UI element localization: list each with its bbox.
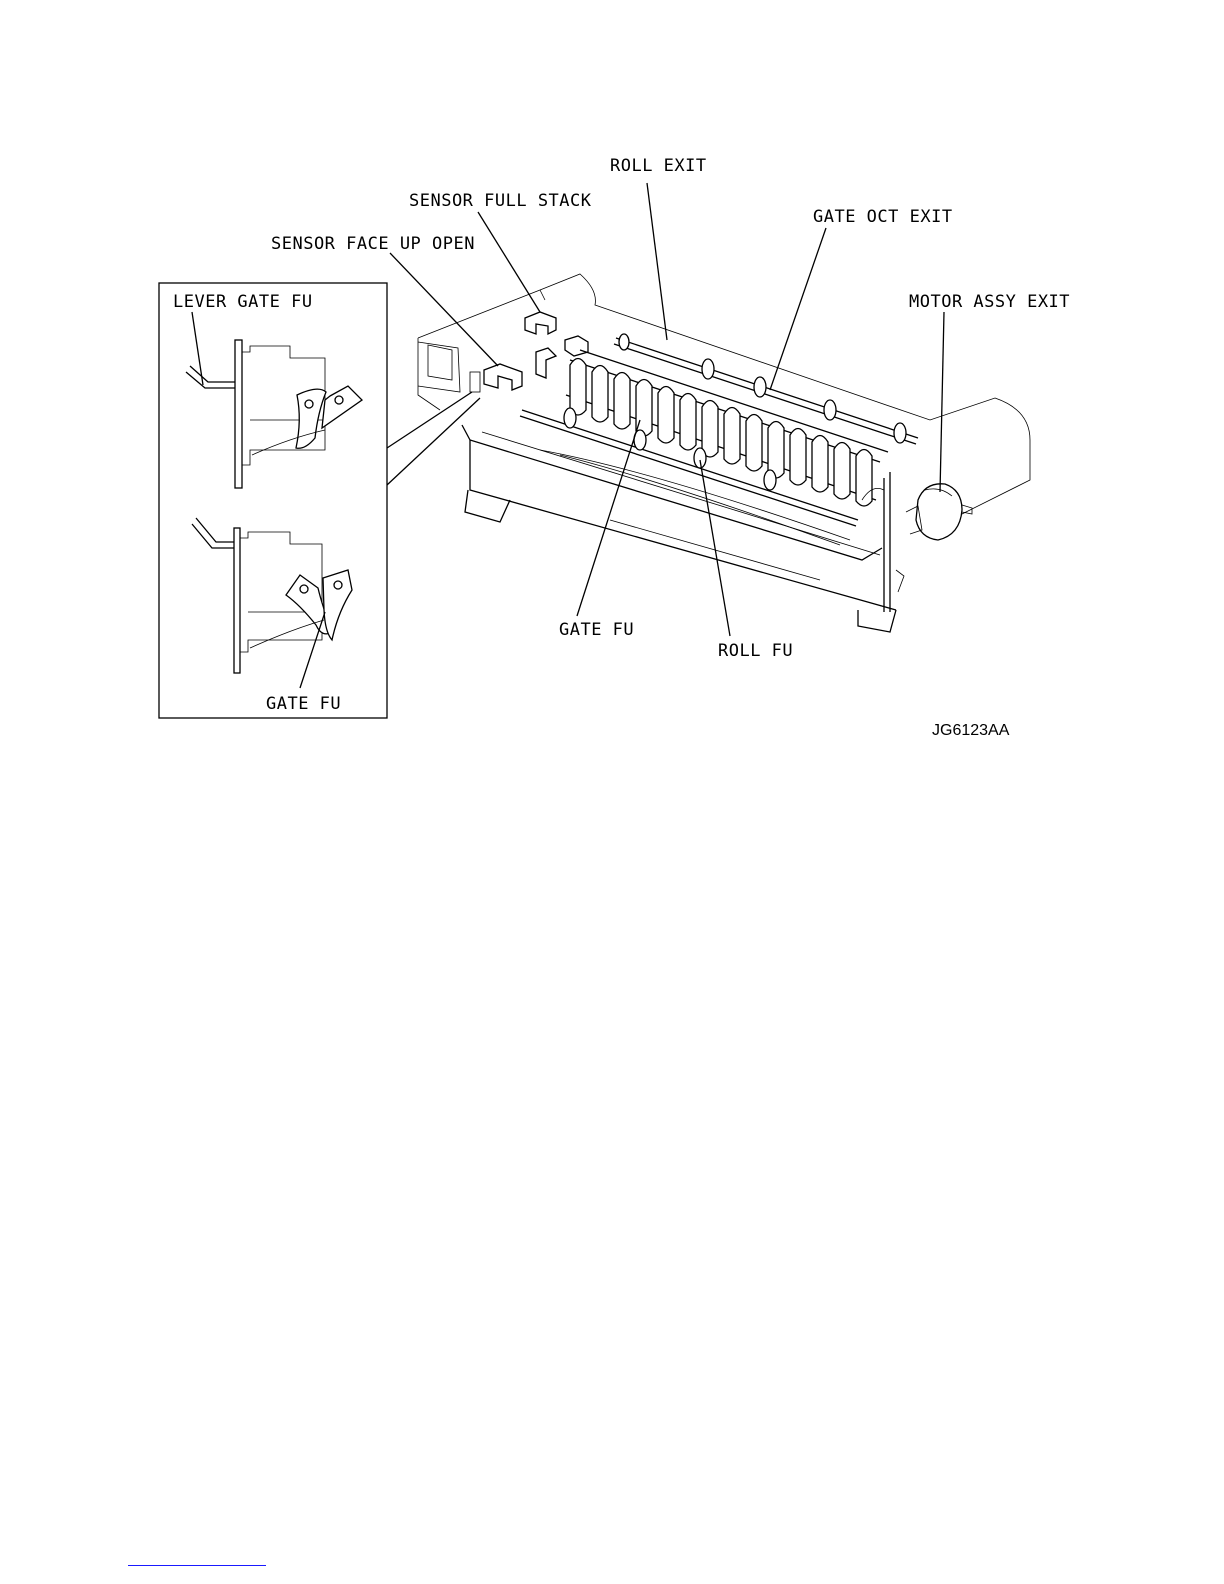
leader-gate-fu-main [577,420,640,616]
leader-lever-gate-fu [192,312,203,385]
exit-assembly [418,274,1030,632]
label-roll-exit: ROLL EXIT [610,156,707,176]
sensor-full-stack [525,312,588,356]
footer-rule [128,1565,266,1566]
inset-lever-detail-upper [186,340,362,488]
leader-roll-exit [647,183,667,340]
motor-assy-exit [906,484,972,540]
inset-connector-upper [387,392,472,448]
label-sensor-face-up-open: SENSOR FACE UP OPEN [271,234,475,254]
label-gate-oct-exit: GATE OCT EXIT [813,207,953,227]
leader-gate-oct-exit [770,228,826,390]
inset-frame [159,283,387,718]
inset-detail [159,283,387,718]
leader-sensor-face-up-open [390,253,498,366]
label-roll-fu: ROLL FU [718,641,793,661]
figure-id: JG6123AA [932,722,1010,739]
gate-oct-exit-comb [566,350,888,506]
label-gate-fu-inset: GATE FU [266,694,341,714]
label-lever-gate-fu: LEVER GATE FU [173,292,313,312]
leader-roll-fu [700,460,730,636]
label-sensor-full-stack: SENSOR FULL STACK [409,191,592,211]
inset-connector-lower [387,398,480,485]
label-gate-fu-main: GATE FU [559,620,634,640]
label-motor-assy-exit: MOTOR ASSY EXIT [909,292,1070,312]
inset-gate-detail-lower [192,518,352,673]
leader-sensor-full-stack [478,212,540,312]
leader-motor-assy-exit [940,312,944,492]
sensor-face-up-open [470,364,522,392]
